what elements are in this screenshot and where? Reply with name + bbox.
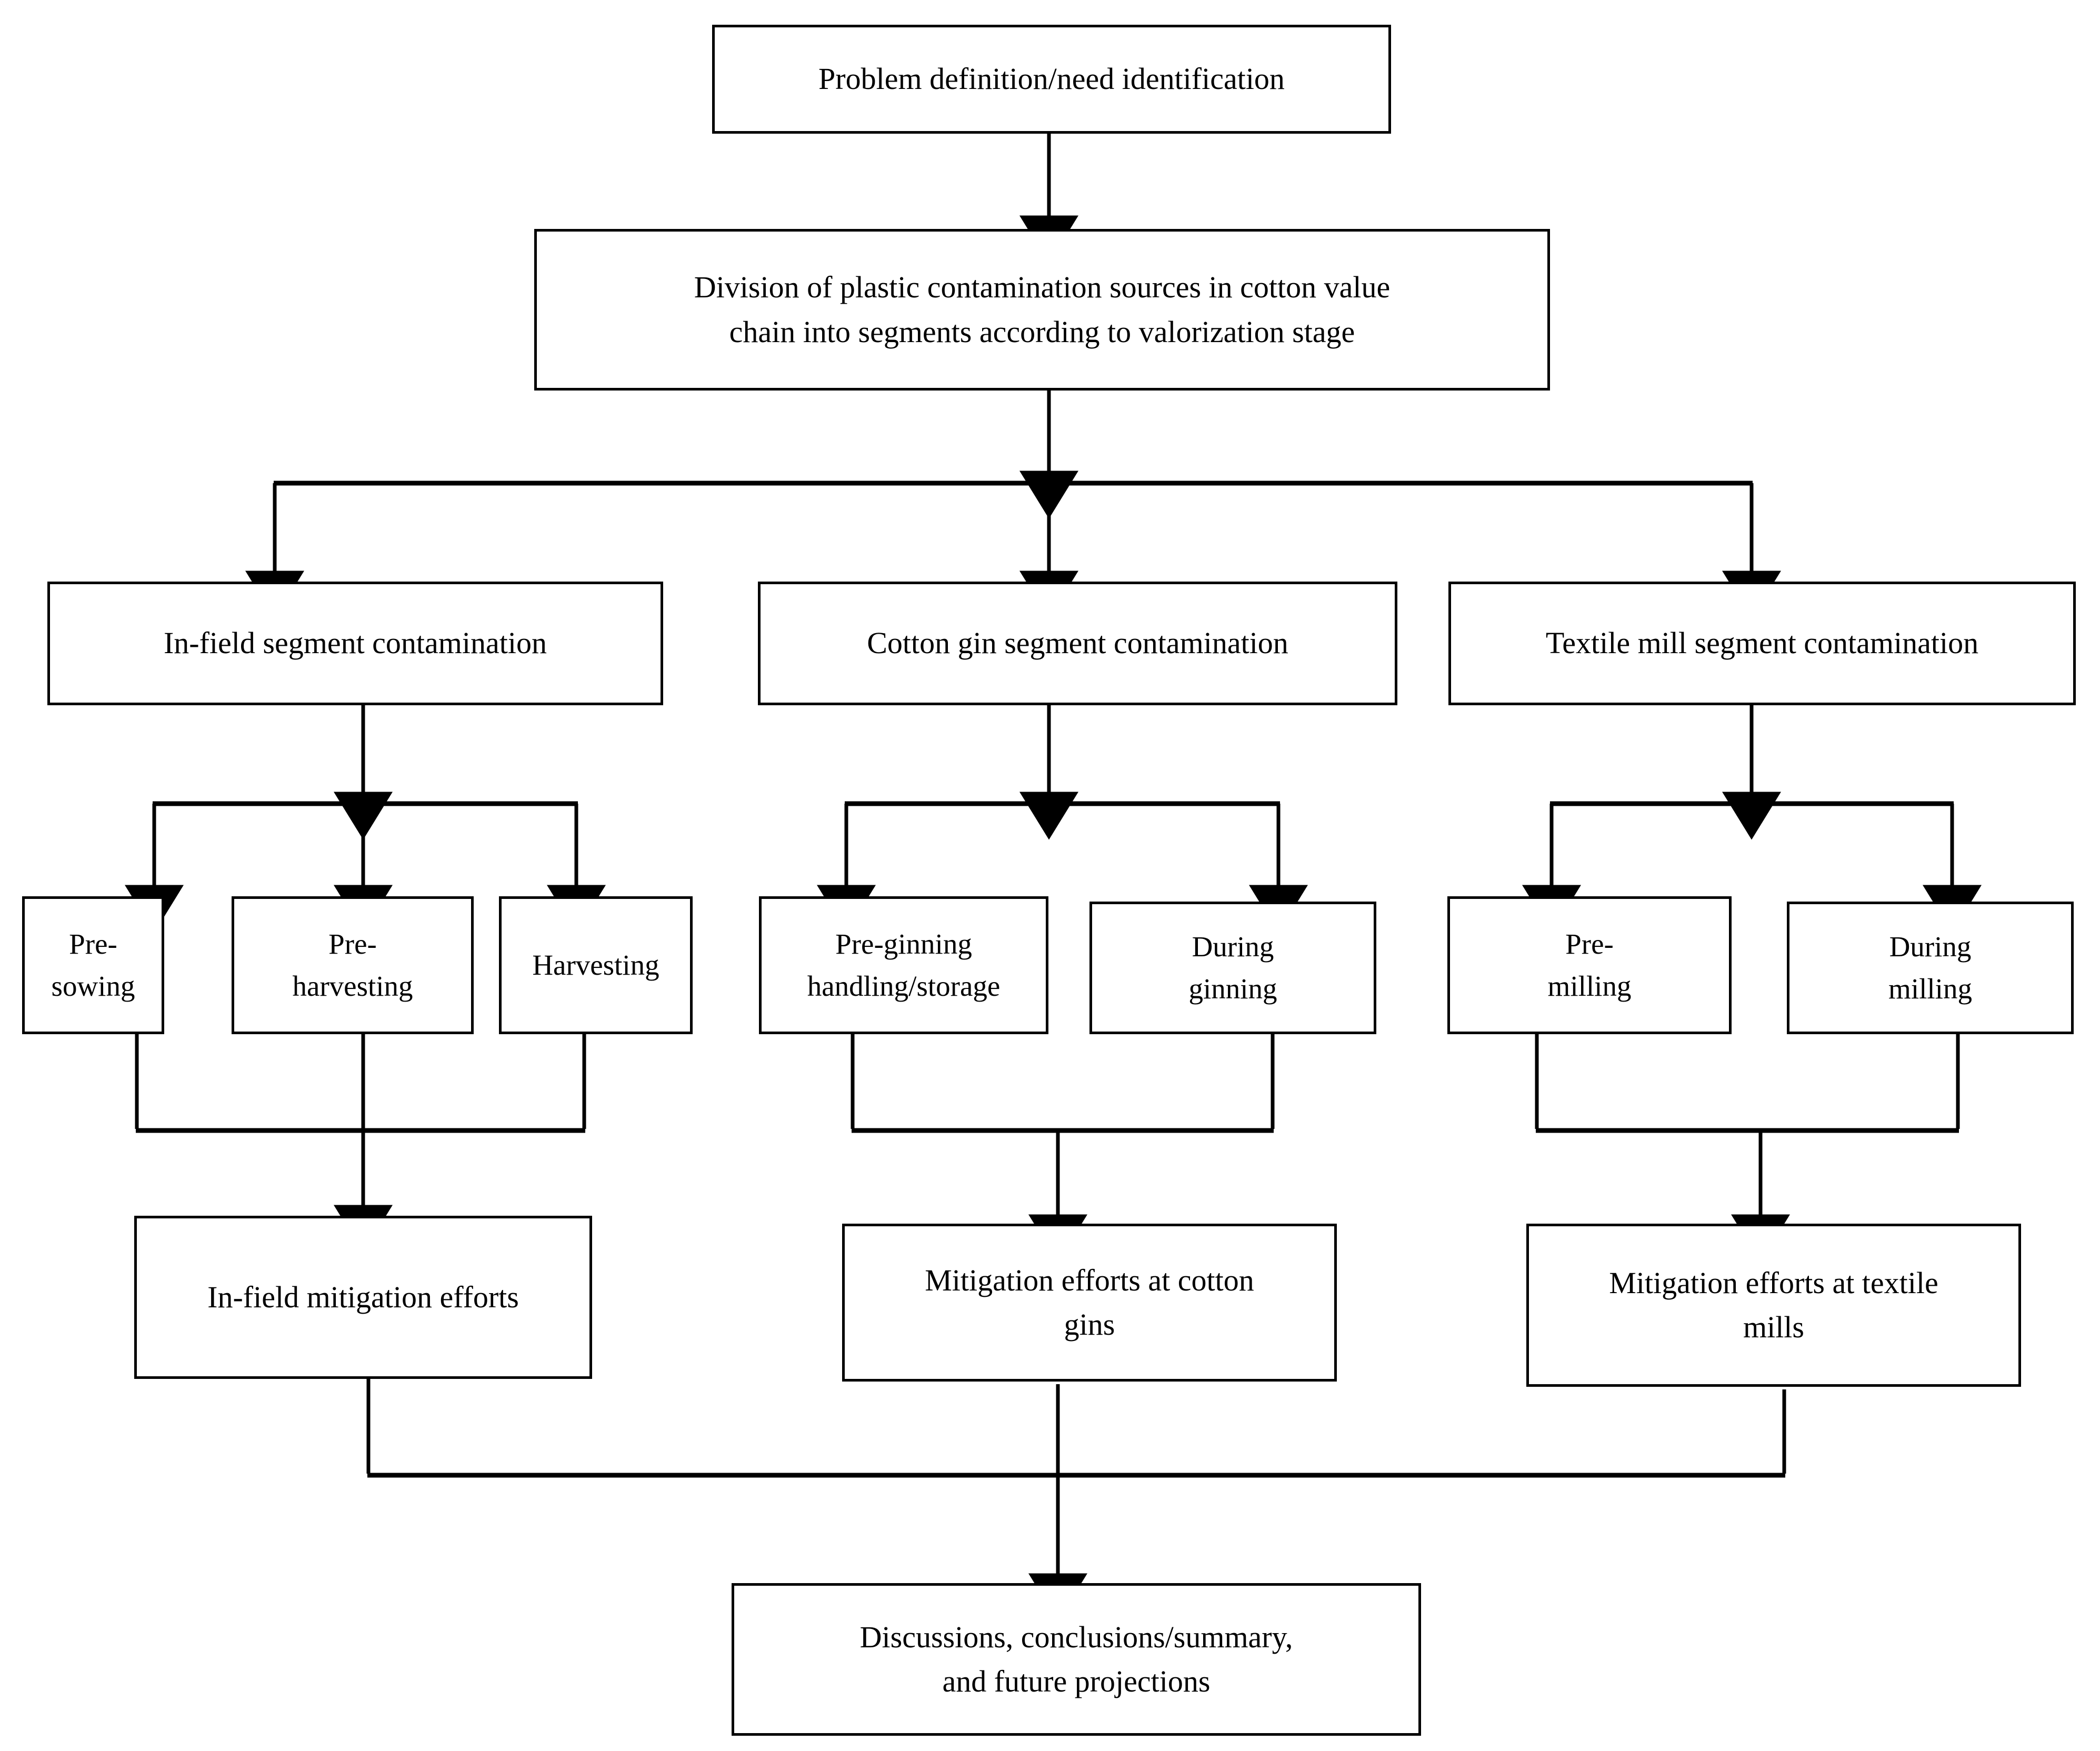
node-problem-definition[interactable]: Problem definition/need identification: [712, 25, 1391, 134]
node-cotton-gin-segment[interactable]: Cotton gin segment contamination: [758, 582, 1397, 705]
node-during-milling-label: During milling: [1888, 930, 1972, 1005]
node-during-milling[interactable]: During milling: [1787, 902, 2074, 1034]
node-during-ginning-label: During ginning: [1188, 930, 1277, 1005]
node-harvesting-label: Harvesting: [532, 949, 659, 982]
node-textile-mill-mitigation-label: Mitigation efforts at textile mills: [1609, 1265, 1938, 1344]
node-in-field-segment[interactable]: In-field segment contamination: [47, 582, 663, 705]
node-cotton-gin-mitigation[interactable]: Mitigation efforts at cotton gins: [842, 1224, 1337, 1382]
node-in-field-mitigation-label: In-field mitigation efforts: [207, 1279, 519, 1314]
node-pre-sowing-label: Pre- sowing: [51, 928, 135, 1002]
node-pre-sowing[interactable]: Pre- sowing: [22, 896, 164, 1034]
node-textile-mill-segment[interactable]: Textile mill segment contamination: [1448, 582, 2076, 705]
node-problem-definition-label: Problem definition/need identification: [818, 62, 1285, 96]
node-pre-ginning-handling-storage-label: Pre-ginning handling/storage: [807, 928, 1001, 1002]
node-in-field-segment-label: In-field segment contamination: [163, 626, 547, 661]
node-pre-harvesting-label: Pre- harvesting: [292, 928, 413, 1002]
node-in-field-mitigation[interactable]: In-field mitigation efforts: [134, 1216, 592, 1379]
node-textile-mill-mitigation[interactable]: Mitigation efforts at textile mills: [1526, 1224, 2021, 1387]
node-division-of-sources-label: Division of plastic contamination source…: [694, 270, 1391, 349]
node-conclusions[interactable]: Discussions, conclusions/summary, and fu…: [732, 1583, 1421, 1736]
node-pre-milling[interactable]: Pre- milling: [1447, 896, 1732, 1034]
node-pre-ginning-handling-storage[interactable]: Pre-ginning handling/storage: [759, 896, 1048, 1034]
node-division-of-sources[interactable]: Division of plastic contamination source…: [534, 229, 1550, 391]
node-pre-harvesting[interactable]: Pre- harvesting: [232, 896, 474, 1034]
node-harvesting[interactable]: Harvesting: [499, 896, 693, 1034]
node-cotton-gin-mitigation-label: Mitigation efforts at cotton gins: [925, 1263, 1254, 1342]
node-conclusions-label: Discussions, conclusions/summary, and fu…: [859, 1619, 1293, 1698]
node-during-ginning[interactable]: During ginning: [1089, 902, 1376, 1034]
node-pre-milling-label: Pre- milling: [1547, 928, 1632, 1002]
node-cotton-gin-segment-label: Cotton gin segment contamination: [867, 626, 1288, 661]
node-textile-mill-segment-label: Textile mill segment contamination: [1545, 626, 1979, 661]
